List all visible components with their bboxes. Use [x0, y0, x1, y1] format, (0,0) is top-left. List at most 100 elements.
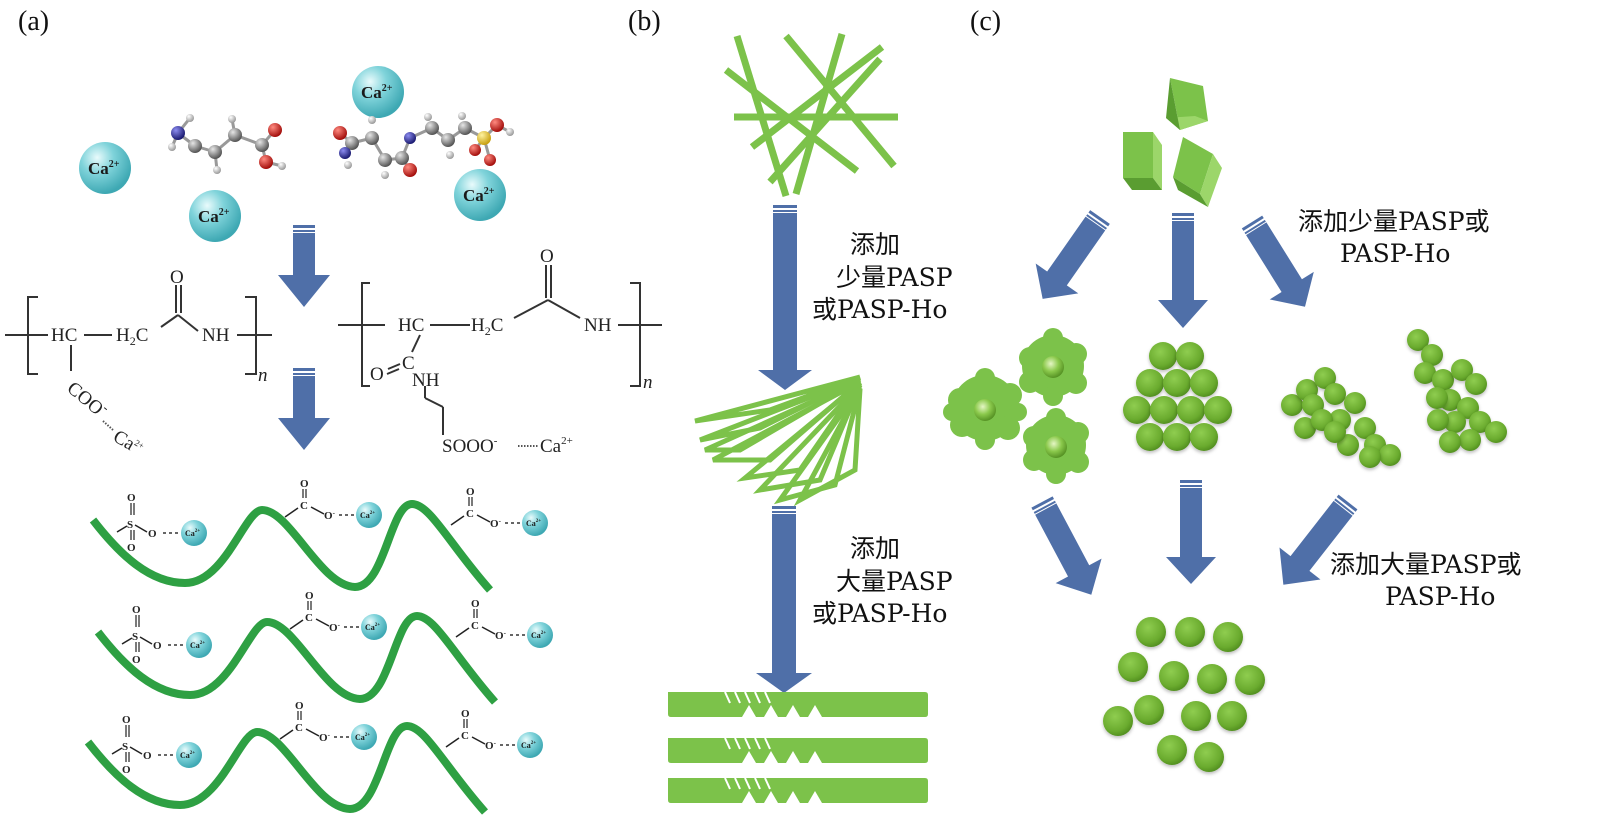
svg-text:O: O: [466, 486, 475, 498]
svg-text:O: O: [132, 654, 141, 666]
nanoparticle: [1194, 742, 1224, 772]
chain-backbone: [94, 611, 498, 705]
nanoparticle: [1136, 423, 1164, 451]
svg-text:O-: O-: [495, 629, 507, 642]
nanoparticle: [1451, 359, 1473, 381]
arrow-down-icon: [1158, 213, 1208, 328]
calcium-carbonate-cubes: [1123, 78, 1222, 207]
step-label-small-dose: 添加少量PASP或 PASP-Ho: [1298, 207, 1490, 268]
nanoparticle: [1344, 392, 1366, 414]
svg-text:C: C: [461, 730, 469, 742]
nanoparticle: [1157, 735, 1187, 765]
panel-a-label: (a): [18, 6, 49, 37]
calcium-ion: Ca2+: [361, 614, 387, 640]
aggregated-particle-cluster: [1123, 342, 1232, 451]
svg-text:Ca2+: Ca2+: [361, 83, 393, 102]
calcium-ion: Ca2+: [181, 520, 207, 546]
svg-text:Ca2+: Ca2+: [531, 631, 546, 640]
calcium-ion: Ca2+: [79, 142, 131, 194]
svg-text:O: O: [540, 246, 554, 267]
pasp-structure-labels: HC H2C O NH n COO- Ca2+: [51, 267, 268, 455]
step-label-small-dose: 添加 少量PASP 或PASP-Ho: [812, 230, 953, 324]
arrow-down-icon: [278, 225, 330, 307]
svg-text:O: O: [143, 750, 152, 762]
svg-text:Ca2+: Ca2+: [180, 751, 195, 760]
svg-text:或PASP-Ho: 或PASP-Ho: [812, 295, 947, 324]
nanoparticle: [1354, 417, 1376, 439]
nanoparticle: [1103, 706, 1133, 736]
calcium-ion: Ca2+: [189, 190, 241, 242]
svg-text:大量PASP: 大量PASP: [836, 567, 953, 596]
svg-text:O: O: [148, 528, 157, 540]
svg-text:O: O: [122, 714, 131, 726]
nanoparticle: [1459, 429, 1481, 451]
svg-text:Ca2+: Ca2+: [365, 623, 380, 632]
nanoparticle: [1314, 367, 1336, 389]
svg-text:O: O: [127, 492, 136, 504]
pasp-ho-structure: [338, 265, 662, 435]
svg-text:O: O: [370, 364, 384, 385]
calcium-ion: Ca2+: [176, 742, 202, 768]
nanoparticle: [1175, 617, 1205, 647]
svg-text:NH: NH: [202, 325, 230, 346]
arrow-down-left-icon: [1035, 210, 1110, 299]
svg-text:O-: O-: [485, 739, 497, 752]
svg-text:添加: 添加: [850, 534, 900, 563]
svg-text:O: O: [153, 640, 162, 652]
svg-text:Ca2+: Ca2+: [463, 186, 495, 205]
carboxylate-group: OCO-: [289, 590, 360, 634]
panel-c-label: (c): [970, 6, 1001, 37]
nanoparticle: [1324, 383, 1346, 405]
arrow-down-icon: [278, 368, 330, 450]
nanofiber-network: [723, 33, 898, 198]
nanoparticle: [1181, 701, 1211, 731]
nanoparticle: [1485, 421, 1507, 443]
calcium-ion: Ca2+: [352, 66, 404, 118]
svg-text:O: O: [127, 542, 136, 554]
panel-b-label: (b): [628, 6, 661, 37]
svg-text:H2C: H2C: [116, 325, 148, 348]
lamellar-plate: [668, 691, 928, 717]
svg-text:n: n: [643, 372, 653, 393]
svg-text:H2C: H2C: [471, 315, 503, 338]
nanoparticle: [1190, 369, 1218, 397]
svg-text:O: O: [471, 598, 480, 610]
core-shell-particles: [943, 328, 1089, 484]
carboxylate-group: OCO-: [455, 598, 526, 642]
arrow-down-right-icon: [1241, 215, 1314, 307]
svg-text:添加: 添加: [850, 230, 900, 259]
lamellar-plate: [668, 777, 928, 803]
calcium-ion: Ca2+: [351, 724, 377, 750]
pasp-ho-structure-labels: HC H2C O NH n C O NH SOOO- Ca2+: [370, 246, 653, 457]
arrow-down-left-icon: [1279, 494, 1358, 585]
svg-text:S: S: [132, 631, 138, 643]
nanoparticle: [1281, 394, 1303, 416]
svg-text:n: n: [258, 365, 268, 386]
svg-text:Ca2+: Ca2+: [190, 641, 205, 650]
svg-text:S: S: [127, 519, 133, 531]
svg-text:C: C: [300, 500, 308, 512]
nanoparticle: [1421, 344, 1443, 366]
svg-text:Ca2+: Ca2+: [198, 207, 230, 226]
arrow-down-icon: [756, 506, 812, 693]
nanoparticle: [1163, 369, 1191, 397]
svg-text:C: C: [466, 508, 474, 520]
svg-text:NH: NH: [584, 315, 612, 336]
nanoparticle: [1136, 369, 1164, 397]
nanoparticle: [1465, 373, 1487, 395]
svg-text:O: O: [300, 478, 309, 490]
step-label-large-dose: 添加 大量PASP 或PASP-Ho: [812, 534, 953, 628]
svg-text:O: O: [170, 267, 184, 288]
pasp-structure: [5, 285, 272, 375]
nanoparticle: [1159, 661, 1189, 691]
dispersed-particle-cluster: [1281, 329, 1507, 468]
svg-text:C: C: [305, 612, 313, 624]
nanoparticle: [1177, 396, 1205, 424]
arrow-down-icon: [758, 205, 812, 390]
svg-text:PASP-Ho: PASP-Ho: [1385, 582, 1495, 611]
nanoparticle: [1235, 665, 1265, 695]
nanoparticle: [1123, 396, 1151, 424]
